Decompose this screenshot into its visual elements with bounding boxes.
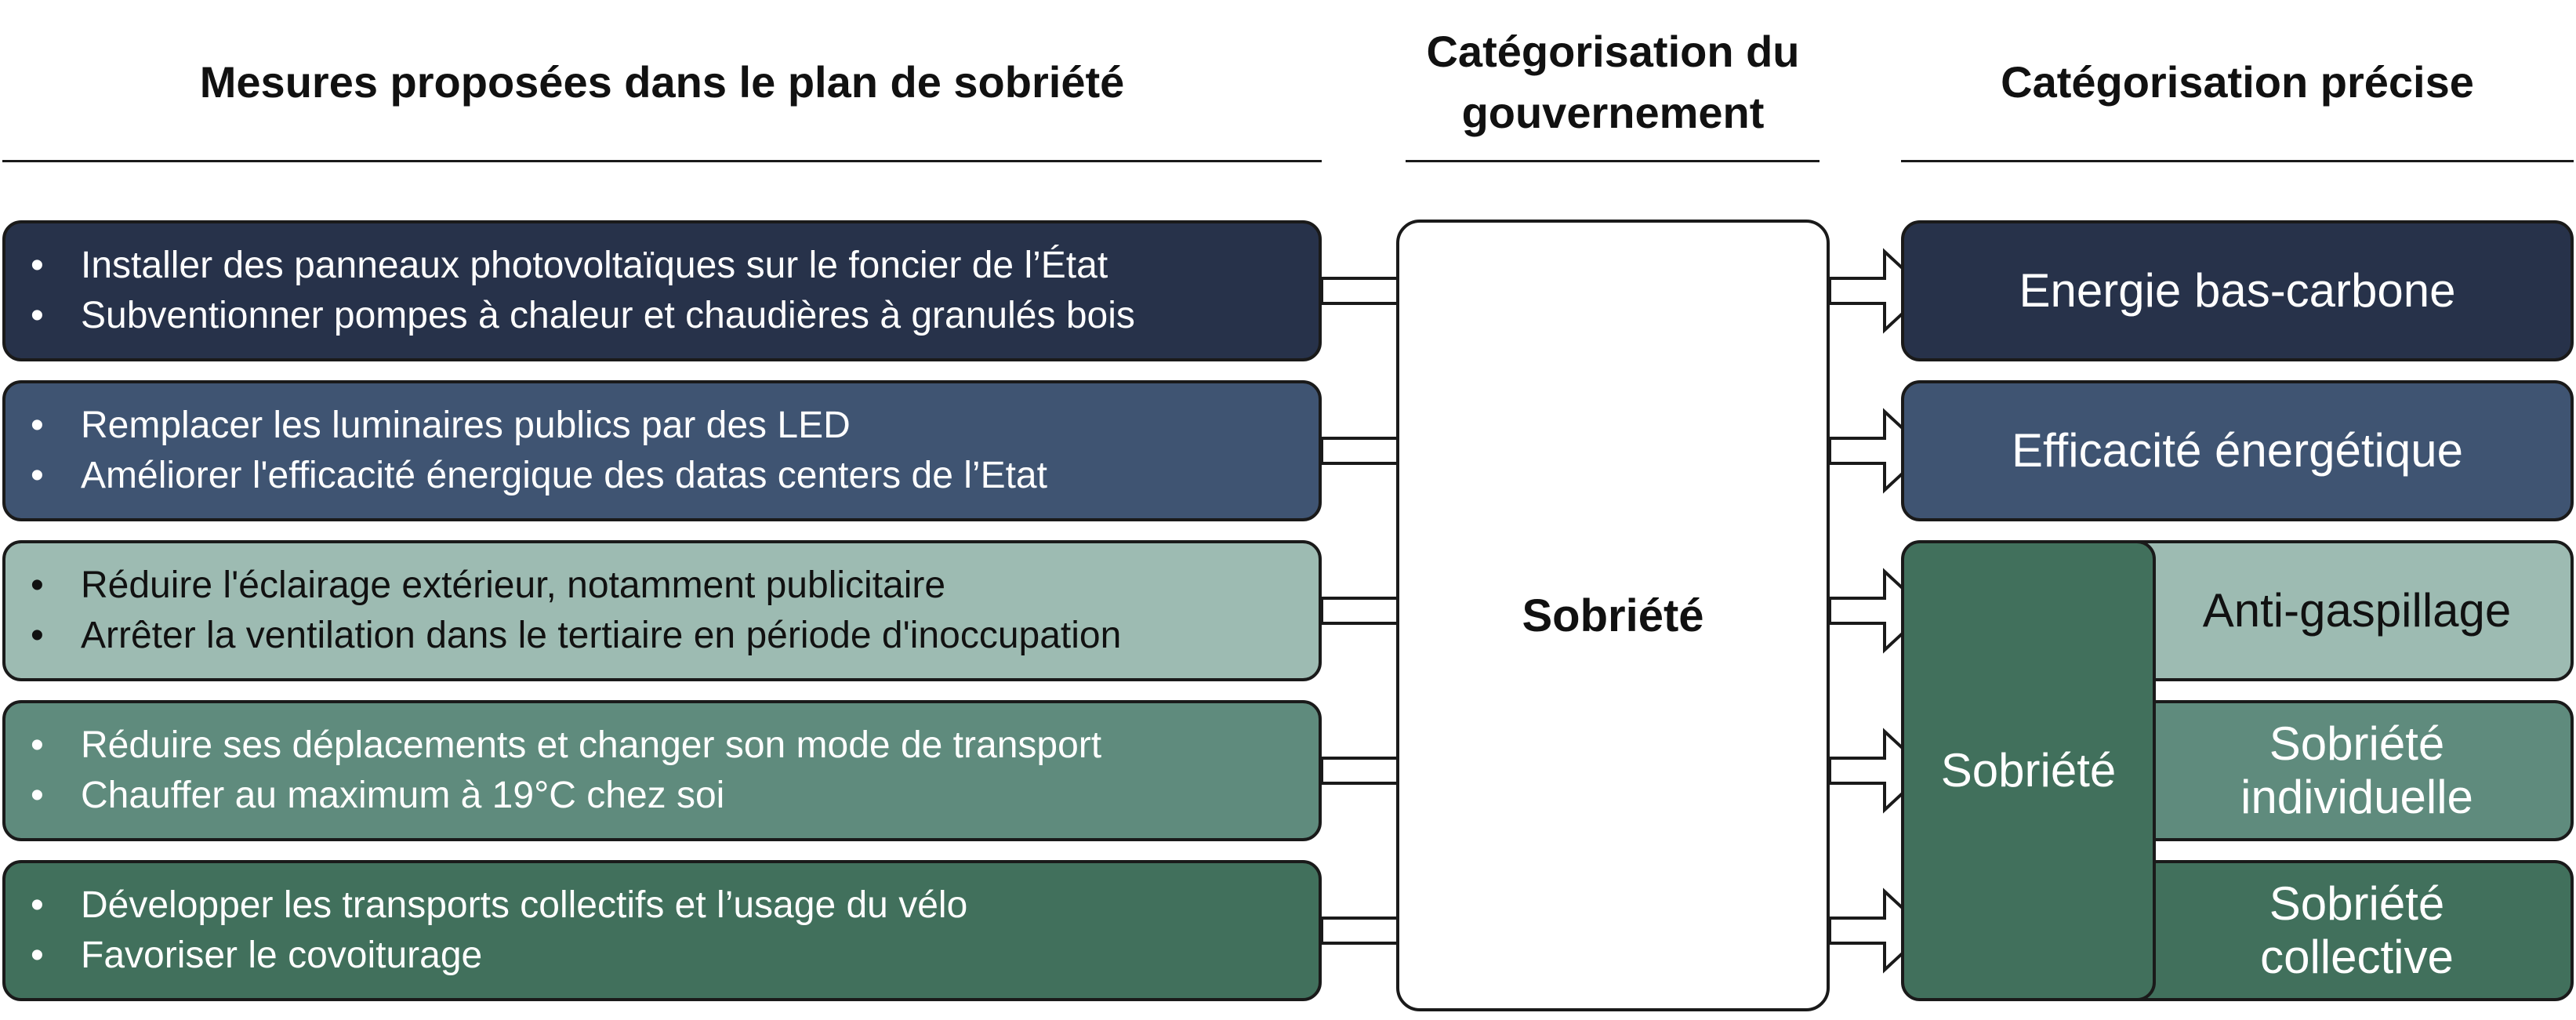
precise-efficacite-label: Efficacité énergétique [2012, 424, 2463, 477]
measure-box-2: Remplacer les luminaires publics par des… [2, 380, 1322, 521]
measure-box-5: Développer les transports collectifs et … [2, 860, 1322, 1001]
measure-list-4: Réduire ses déplacements et changer son … [31, 721, 1319, 821]
measure-item: Chauffer au maximum à 19°C chez soi [31, 771, 1319, 821]
header-measures: Mesures proposées dans le plan de sobrié… [2, 31, 1322, 133]
header-rule-measures [2, 160, 1322, 162]
precise-individuelle-label: Sobriété individuelle [2240, 717, 2473, 823]
measure-item: Subventionner pompes à chaleur et chaudi… [31, 291, 1319, 341]
measure-box-1: Installer des panneaux photovoltaïques s… [2, 220, 1322, 361]
precise-anti-gaspillage-label: Anti-gaspillage [2202, 584, 2512, 637]
header-measures-text: Mesures proposées dans le plan de sobrié… [199, 57, 1125, 107]
measure-item: Arrêter la ventilation dans le tertiaire… [31, 611, 1319, 661]
government-category-label: Sobriété [1522, 590, 1704, 641]
header-precise-text: Catégorisation précise [2001, 57, 2474, 107]
precise-anti-gaspillage: Anti-gaspillage [2117, 540, 2574, 681]
connector-left-3 [1320, 597, 1399, 625]
measure-list-5: Développer les transports collectifs et … [31, 880, 1319, 981]
precise-energie-bas-carbone: Energie bas-carbone [1901, 220, 2574, 361]
connector-left-4 [1320, 757, 1399, 785]
connector-left-5 [1320, 917, 1399, 945]
precise-efficacite-energetique: Efficacité énergétique [1901, 380, 2574, 521]
measure-list-2: Remplacer les luminaires publics par des… [31, 401, 1319, 501]
measure-item: Favoriser le covoiturage [31, 931, 1319, 981]
measure-list-3: Réduire l'éclairage extérieur, notamment… [31, 561, 1319, 661]
precise-sobriete-individuelle: Sobriété individuelle [2117, 700, 2574, 841]
header-government: Catégorisation du gouvernement [1396, 24, 1830, 141]
measure-item: Installer des panneaux photovoltaïques s… [31, 241, 1319, 291]
measure-list-1: Installer des panneaux photovoltaïques s… [31, 241, 1319, 341]
header-precise: Catégorisation précise [1901, 31, 2574, 133]
precise-collective-label: Sobriété collective [2260, 877, 2454, 983]
connector-left-2 [1320, 437, 1399, 465]
measure-box-4: Réduire ses déplacements et changer son … [2, 700, 1322, 841]
measure-item: Réduire ses déplacements et changer son … [31, 721, 1319, 771]
measure-item: Remplacer les luminaires publics par des… [31, 401, 1319, 451]
header-government-text: Catégorisation du gouvernement [1426, 27, 1800, 137]
precise-sobriete-group: Sobriété [1901, 540, 2156, 1001]
connector-left-1 [1320, 277, 1399, 305]
measure-box-3: Réduire l'éclairage extérieur, notamment… [2, 540, 1322, 681]
measure-item: Réduire l'éclairage extérieur, notamment… [31, 561, 1319, 611]
precise-sobriete-label: Sobriété [1940, 744, 2117, 797]
header-rule-precise [1901, 160, 2574, 162]
government-category-box: Sobriété [1396, 220, 1830, 1011]
precise-sobriete-collective: Sobriété collective [2117, 860, 2574, 1001]
header-rule-government [1406, 160, 1820, 162]
measure-item: Développer les transports collectifs et … [31, 880, 1319, 931]
measure-item: Améliorer l'efficacité énergique des dat… [31, 451, 1319, 501]
precise-energie-label: Energie bas-carbone [2019, 264, 2456, 317]
